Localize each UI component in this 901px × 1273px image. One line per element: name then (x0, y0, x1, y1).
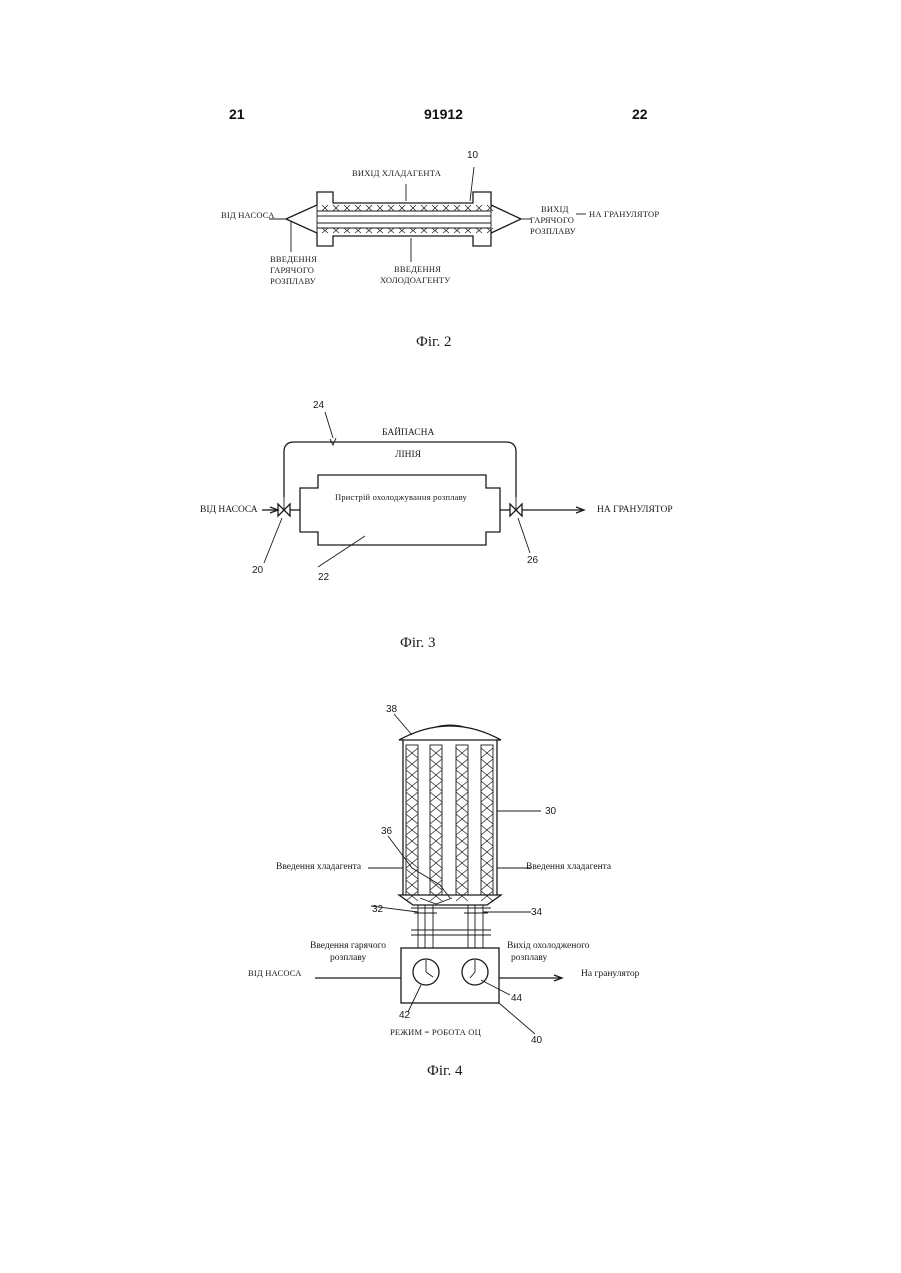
fig2-coolant-out-label: ВИХІД ХЛАДАГЕНТА (352, 168, 442, 178)
fig4-coolant-in-left-label: Введення хладагента (276, 862, 362, 872)
fig4-ref-36: 36 (381, 826, 393, 837)
fig4-cooled-out-label-1: Вихід охолодженого (507, 941, 590, 951)
fig2-melt-in-label-1: ВВЕДЕННЯ (270, 254, 317, 264)
fig4-ref-30: 30 (545, 806, 557, 817)
fig4-to-granulator-label: На гранулятор (581, 969, 640, 979)
fig3-ref-26: 26 (527, 555, 539, 566)
fig4-top-dome (399, 726, 501, 740)
fig4-melt-in-label-1: Введення гарячого (310, 941, 386, 951)
fig2-ref-10: 10 (467, 150, 479, 161)
fig3-bypass-label-2: ЛІНІЯ (395, 450, 422, 460)
fig3-caption: Фіг. 3 (400, 635, 435, 651)
fig4-caption: Фіг. 4 (427, 1063, 463, 1079)
fig2-melt-out-label-3: РОЗПЛАВУ (530, 226, 577, 236)
fig2-melt-in-label-2: ГАРЯЧОГО (270, 265, 314, 275)
fig3-ref-20: 20 (252, 565, 264, 576)
fig2-diagram: 10 ВИХІД ХЛАДАГЕНТА ВІД НАСОСА ВИХІД ГАР… (221, 150, 659, 350)
fig4-melt-in-label-2: розплаву (330, 953, 366, 963)
fig2-tube-hatching (322, 205, 493, 233)
fig4-mode-label: РЕЖИМ = РОБОТА ОЦ (390, 1027, 481, 1037)
fig2-exchanger-top (286, 192, 521, 219)
fig2-melt-in-label-3: РОЗПЛАВУ (270, 276, 317, 286)
fig4-bottom-head (399, 895, 501, 905)
fig4-valve-box (401, 948, 499, 1003)
fig2-melt-out-label-2: ГАРЯЧОГО (530, 215, 574, 225)
fig3-bypass-label-1: БАЙПАСНА (382, 426, 434, 438)
fig3-valve-20 (278, 497, 290, 516)
fig2-coolant-in-label-1: ВВЕДЕННЯ (394, 264, 441, 274)
fig2-melt-out-label-1: ВИХІД (541, 204, 569, 214)
fig4-ref-38: 38 (386, 704, 398, 715)
fig4-coolant-in-right-label: Введення хладагента (526, 862, 612, 872)
fig4-from-pump-label: ВІД НАСОСА (248, 968, 302, 978)
fig4-ref-32: 32 (372, 904, 384, 915)
fig2-to-granulator-label: НА ГРАНУЛЯТОР (589, 209, 659, 219)
fig3-from-pump-label: ВІД НАСОСА (200, 505, 258, 515)
fig2-from-pump-label: ВІД НАСОСА (221, 210, 275, 220)
fig4-ref-42: 42 (399, 1010, 411, 1021)
fig4-diagram: 38 30 36 Введення хладагента Введення хл… (248, 704, 640, 1079)
fig3-cooler-body (300, 475, 500, 545)
fig3-ref-22: 22 (318, 572, 330, 583)
fig3-diagram: 24 БАЙПАСНА ЛІНІЯ Пристрій охолоджування… (200, 400, 673, 651)
fig4-cooled-out-label-2: розплаву (511, 953, 547, 963)
fig2-caption: Фіг. 2 (416, 334, 451, 350)
fig4-tube-hatching (406, 748, 493, 901)
fig4-ref-34: 34 (531, 907, 543, 918)
fig2-coolant-in-label-2: ХОЛОДОАГЕНТУ (380, 275, 451, 285)
fig3-device-label: Пристрій охолоджування розплаву (335, 492, 468, 502)
fig3-valve-26 (510, 497, 522, 516)
fig4-ref-44: 44 (511, 993, 523, 1004)
fig3-to-granulator-label: НА ГРАНУЛЯТОР (597, 505, 673, 515)
fig3-ref-24: 24 (313, 400, 325, 411)
fig4-ref-40: 40 (531, 1035, 543, 1046)
